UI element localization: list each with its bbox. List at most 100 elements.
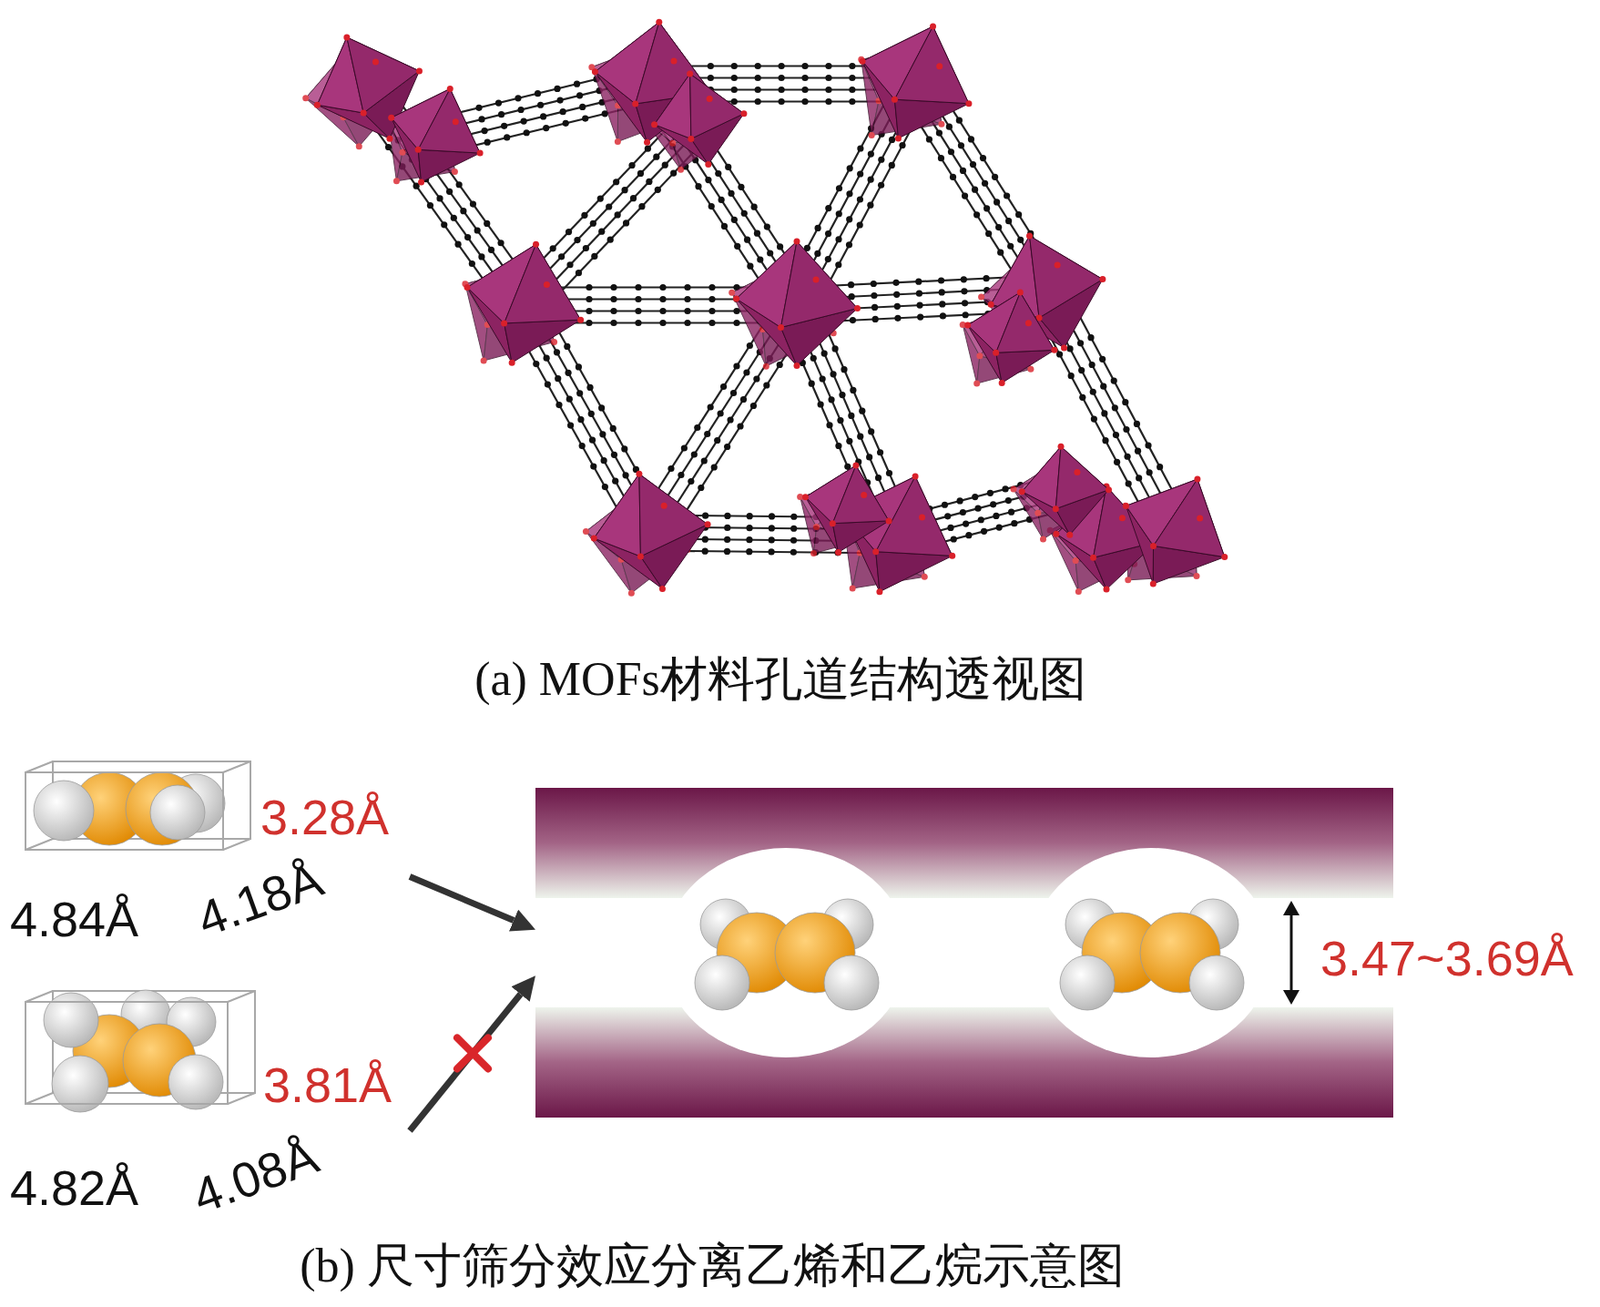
linker-atom xyxy=(481,127,489,134)
linker-atom xyxy=(1005,217,1012,225)
linker-atom xyxy=(1100,383,1107,390)
linker-atom xyxy=(790,549,797,556)
cluster-face xyxy=(1153,478,1225,558)
oxygen-atom xyxy=(447,85,454,92)
linker-atom xyxy=(597,194,604,202)
linker-atom xyxy=(993,198,1000,205)
linker-atom xyxy=(987,489,994,497)
linker-atom xyxy=(543,355,551,362)
channel-wall-bottom xyxy=(535,1007,1394,1118)
linker-atom xyxy=(634,284,642,291)
linker-atom xyxy=(845,215,853,223)
metal-cluster xyxy=(651,71,747,168)
hydrogen-atom xyxy=(694,955,750,1010)
linker-atom xyxy=(737,183,744,191)
oxygen-atom xyxy=(417,178,425,185)
linker-atom xyxy=(872,315,879,323)
oxygen-atom xyxy=(978,294,985,301)
blocked-cross xyxy=(457,1037,489,1069)
linker-atom xyxy=(621,445,628,452)
linker-atom xyxy=(514,94,521,102)
linker-atom xyxy=(577,416,584,423)
linker-atom xyxy=(959,167,967,174)
hydrogen-atom xyxy=(1189,955,1244,1010)
linker-atom xyxy=(456,181,463,188)
oxygen-atom xyxy=(1027,366,1034,373)
linker-atom xyxy=(517,106,524,113)
oxygen-atom xyxy=(852,461,859,469)
linker-atom xyxy=(1089,361,1096,368)
linker-atom xyxy=(848,98,856,105)
linker-atom xyxy=(1111,404,1119,411)
linker-atom xyxy=(1146,468,1153,476)
cluster-face xyxy=(1055,446,1109,509)
oxygen-atom xyxy=(706,95,714,102)
linker-atom xyxy=(835,235,842,243)
oxygen-atom xyxy=(1066,531,1073,539)
linker-atom xyxy=(553,85,561,92)
linker-atom xyxy=(707,74,714,82)
linker-atom xyxy=(573,81,581,88)
oxygen-atom xyxy=(704,161,712,168)
linker-atom xyxy=(667,465,674,472)
metal-cluster xyxy=(1019,443,1112,539)
linker-atom xyxy=(1110,377,1118,384)
oxygen-atom xyxy=(912,473,919,480)
linker-atom xyxy=(808,380,816,388)
linker-atom xyxy=(962,519,969,527)
linker-atom xyxy=(845,438,853,445)
dimension-label: 3.28Å xyxy=(260,790,389,845)
oxygen-atom xyxy=(452,118,459,125)
oxygen-atom xyxy=(937,121,945,128)
linker-atom xyxy=(817,400,825,408)
oxygen-atom xyxy=(416,67,423,74)
oxygen-atom xyxy=(343,33,350,41)
linker-atom xyxy=(560,108,567,115)
oxygen-atom xyxy=(687,135,694,143)
oxygen-atom xyxy=(1052,505,1060,512)
linker-atom xyxy=(469,200,477,207)
linker-atom xyxy=(1001,485,1009,492)
linker-atom xyxy=(550,244,557,252)
linker-atom xyxy=(801,86,808,93)
oxygen-atom xyxy=(372,58,379,65)
linker-atom xyxy=(825,255,832,263)
linker-atom xyxy=(950,535,958,542)
oxygen-atom xyxy=(810,550,817,557)
linker-atom xyxy=(893,291,900,298)
hydrogen-atom xyxy=(824,955,879,1010)
linker-atom xyxy=(763,381,770,388)
linker-atom xyxy=(659,319,666,327)
linker-atom xyxy=(610,319,617,327)
linker-atom xyxy=(849,387,857,394)
linker-atom xyxy=(585,319,592,327)
linker-atom xyxy=(638,203,645,210)
linker-atom xyxy=(495,99,502,106)
pore-width-arrow xyxy=(1290,915,1294,990)
figure-caption: (b) 尺寸筛分效应分离乙烯和乙烷示意图 xyxy=(299,1238,1125,1294)
linker-atom xyxy=(961,192,969,199)
oxygen-atom xyxy=(1105,486,1112,493)
linker-atom xyxy=(877,156,885,164)
linker-atom xyxy=(995,224,1002,231)
linker-atom xyxy=(450,214,458,222)
oxygen-atom xyxy=(1009,486,1017,493)
linker-atom xyxy=(697,484,704,491)
linker-atom xyxy=(564,369,571,377)
oxygen-atom xyxy=(643,139,651,146)
cluster-face xyxy=(832,520,889,553)
oxygen-atom xyxy=(1196,514,1203,521)
linker-atom xyxy=(840,366,847,373)
linker-atom xyxy=(856,144,864,152)
linker-atom xyxy=(1099,356,1106,363)
linker-atom xyxy=(730,389,737,397)
oxygen-atom xyxy=(964,322,971,329)
hydrogen-atom xyxy=(150,784,205,840)
linker-atom xyxy=(740,396,747,403)
linker-atom xyxy=(727,190,734,197)
linker-atom xyxy=(1087,334,1094,341)
bounding-box-edge xyxy=(223,761,251,773)
linker-atom xyxy=(718,196,725,204)
oxygen-atom xyxy=(302,94,309,102)
linker-atom xyxy=(875,474,882,481)
